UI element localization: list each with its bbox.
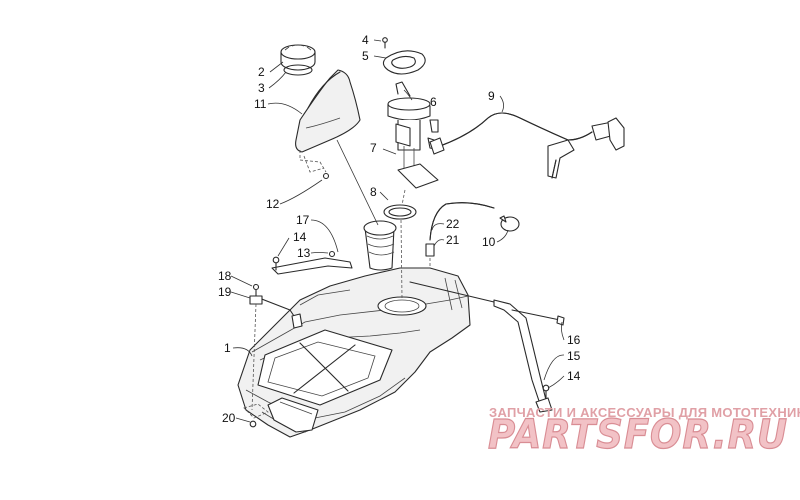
callout-9: 9 [488,89,495,103]
callout-1: 1 [224,341,231,355]
callout-labels: 1 2 3 4 5 6 7 8 9 10 11 12 13 14 14 15 1… [218,33,581,425]
bracket-nut [249,295,263,305]
callout-17: 17 [296,213,310,227]
callout-19: 19 [218,285,232,299]
callout-10: 10 [482,235,496,249]
callout-6: 6 [430,95,437,109]
fuel-tank [237,220,471,438]
hose-clamp [499,215,520,232]
vent-hose [429,202,495,241]
bottom-mount-nut [243,403,269,428]
callout-3: 3 [258,81,265,95]
filler-hose [295,69,361,180]
callout-20: 20 [222,411,236,425]
callout-8: 8 [370,185,377,199]
bracket-screw [252,283,260,297]
tank-strap-left [253,257,353,329]
leader-lines [230,39,565,423]
callout-13: 13 [297,246,311,260]
watermark-tagline: ЗАПЧАСТИ И АКСЕССУАРЫ ДЛЯ МОТОТЕХНИКИ [489,405,800,420]
callout-12: 12 [266,197,280,211]
callout-11: 11 [254,97,267,111]
tank-strap-right [409,281,553,413]
callout-22: 22 [446,217,460,231]
cap-gasket [283,64,313,76]
callout-18: 18 [218,269,232,283]
watermark-logo: PARTSFOR.RU [488,412,788,458]
strap-bolt [511,309,565,326]
watermark: ЗАПЧАСТИ И АКСЕССУАРЫ ДЛЯ МОТОТЕХНИКИ PA… [487,405,800,459]
pump-o-ring [383,204,417,220]
pump-screw [382,37,388,49]
callout-7: 7 [370,141,377,155]
fuel-cap [280,44,316,71]
callout-14-lower: 14 [567,369,581,383]
callout-14-upper: 14 [293,230,307,244]
fuel-pump [387,81,441,189]
callout-4: 4 [362,33,369,47]
callout-21: 21 [446,233,460,247]
fuel-line-hose [429,112,625,179]
callout-15: 15 [567,349,581,363]
callout-2: 2 [258,65,265,79]
vent-fitting [425,243,435,268]
strap-rivet [328,250,336,258]
callout-16: 16 [567,333,581,347]
callout-5: 5 [362,49,369,63]
pump-retaining-ring [382,50,426,75]
strap-screw-left [272,256,280,271]
